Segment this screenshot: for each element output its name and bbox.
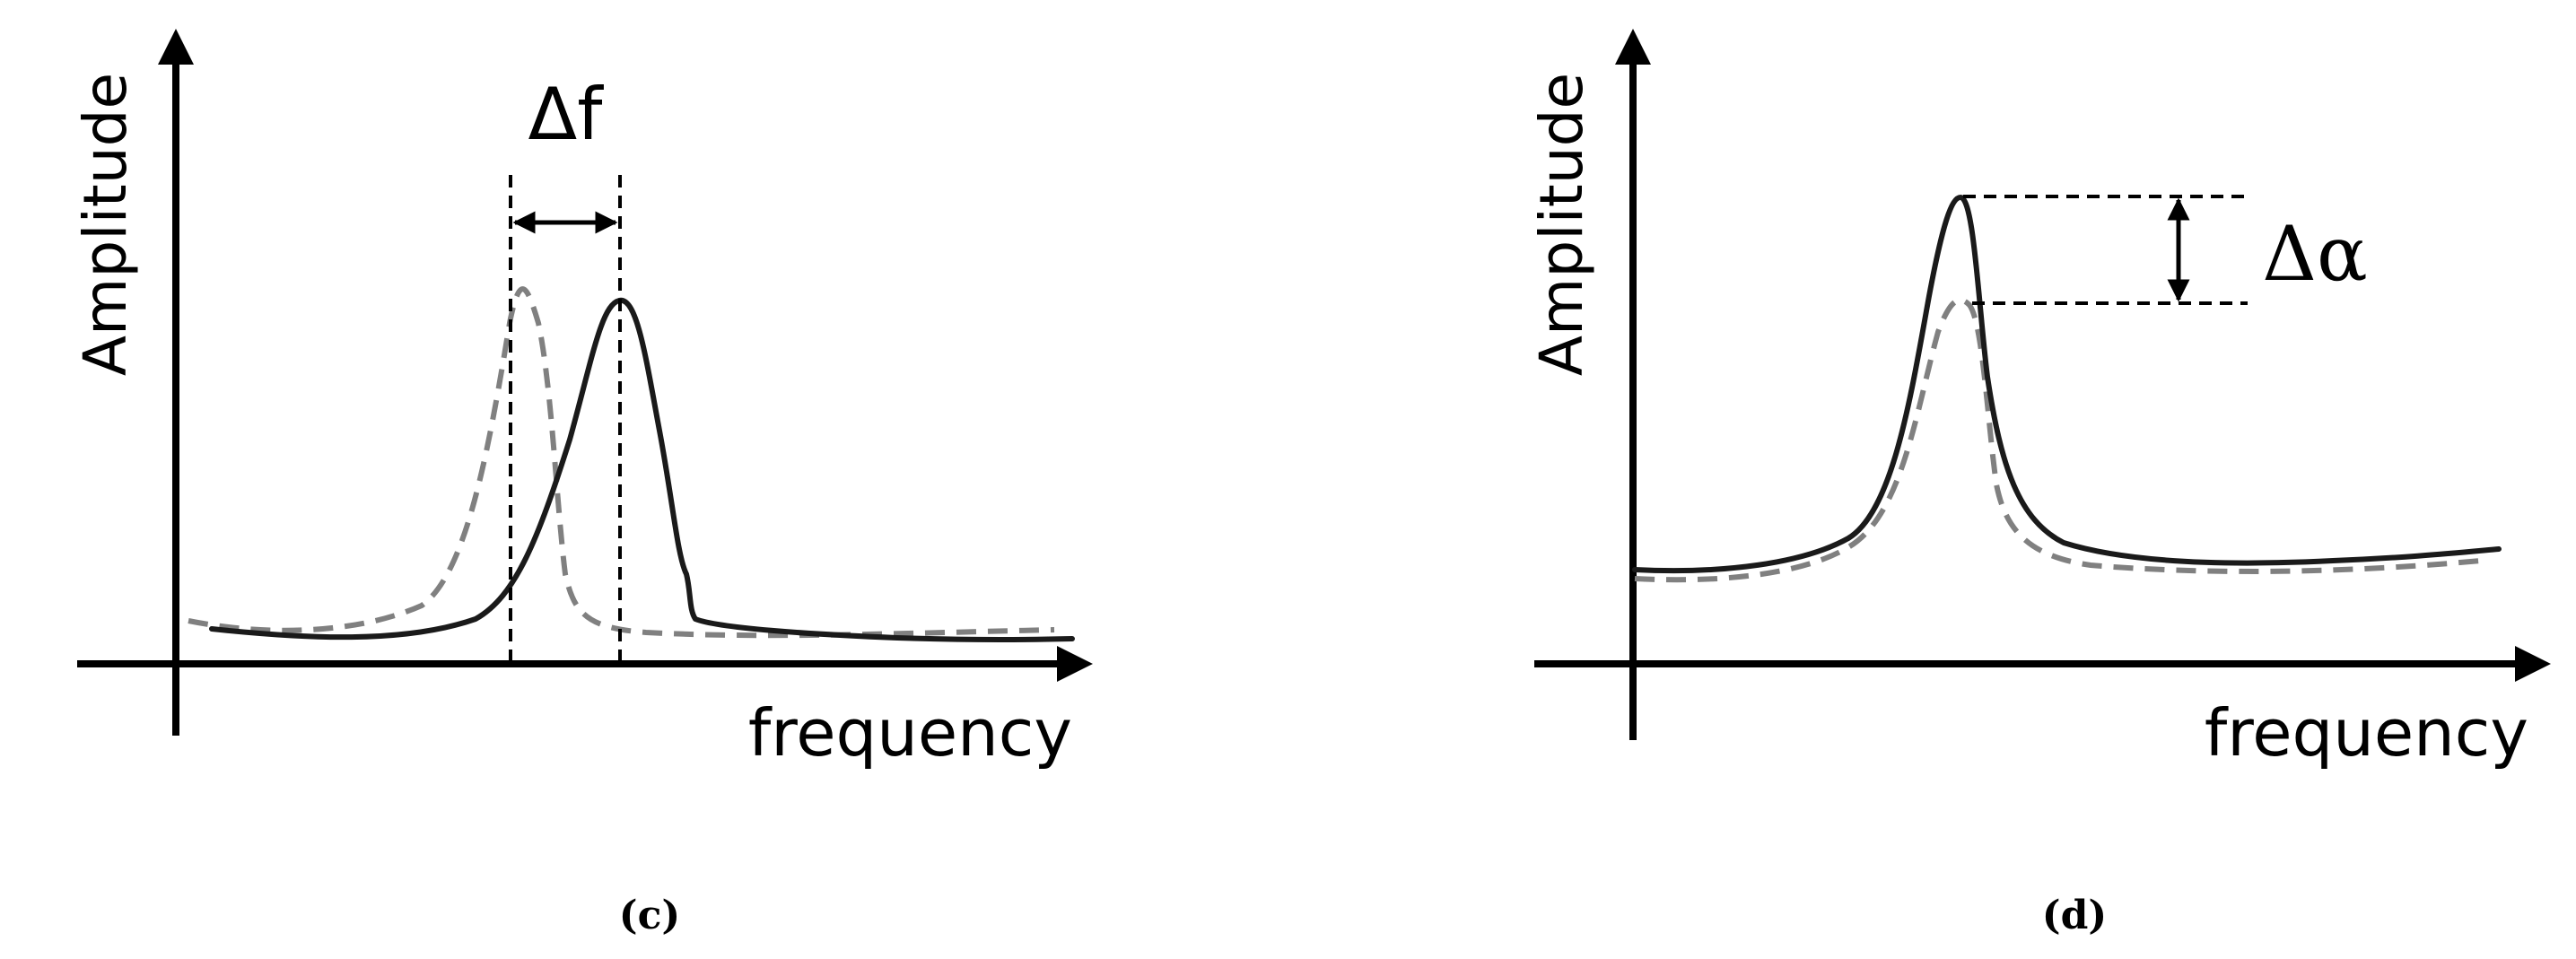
panel-d-annotation: Δα: [2262, 210, 2367, 298]
panel-c-y-axis-label: Amplitude: [71, 73, 140, 376]
panel-d-solid-curve: [1632, 195, 2502, 574]
panel-d-panel-label: (d): [2042, 893, 2107, 938]
panel-c-solid-curve: [209, 297, 1075, 642]
panel-c: Δf Amplitude frequency (c): [71, 29, 1093, 938]
panel-d-x-axis-label: frequency: [2205, 695, 2528, 771]
panel-d: Δα Amplitude frequency (d): [1527, 29, 2551, 938]
panel-c-x-axis-label: frequency: [748, 695, 1072, 771]
panel-d-y-axis-label: Amplitude: [1527, 73, 1596, 376]
panel-c-annotation: Δf: [528, 73, 605, 156]
panel-c-panel-label: (c): [619, 893, 680, 938]
panel-c-dashed-curve: [188, 286, 1055, 639]
